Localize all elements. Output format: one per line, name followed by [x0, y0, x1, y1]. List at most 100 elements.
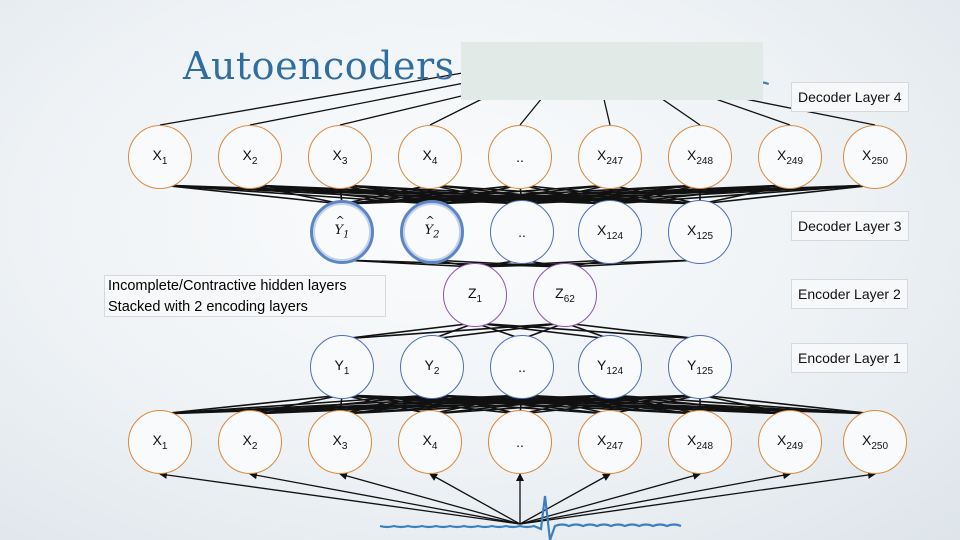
encoder1-node-1: Y1 [310, 335, 374, 399]
label-decoder-layer-3: Decoder Layer 3 [791, 211, 909, 241]
node-subscript: 3 [341, 155, 348, 167]
node-subscript: 2 [433, 365, 440, 377]
decoder3-node-124: X124 [578, 200, 642, 264]
decoder3-node-ellipsis: .. [490, 200, 554, 264]
input-x-node-3: X3 [308, 410, 372, 474]
connection-line [431, 394, 876, 415]
label-decoder-layer-4: Decoder Layer 4 [791, 82, 909, 112]
node-subscript: 1 [343, 229, 350, 241]
node-subscript: 1 [476, 293, 483, 305]
node-subscript: 249 [786, 155, 804, 167]
output-arrow [249, 73, 501, 126]
node-subscript: 247 [606, 440, 624, 452]
node-label: X249 [776, 147, 804, 167]
input-arrow [429, 473, 521, 525]
label-encoder-layer-1: Encoder Layer 1 [791, 343, 908, 373]
input-x-node-4: X4 [398, 410, 462, 474]
node-label: X250 [861, 432, 889, 452]
connection-line [564, 322, 701, 340]
hidden-layers-note: Incomplete/Contractive hidden layers Sta… [104, 275, 386, 317]
node-subscript: 125 [696, 230, 714, 242]
node-subscript: 125 [696, 365, 714, 377]
node-label: Z62 [555, 285, 575, 305]
input-x-node-1: X1 [128, 410, 192, 474]
node-label: X1 [152, 432, 168, 452]
connection-line [699, 394, 876, 415]
node-label: X3 [332, 432, 348, 452]
output-x-node-250: X250 [843, 125, 907, 189]
node-label: .. [518, 359, 526, 375]
node-label: .. [516, 149, 524, 165]
node-subscript: 249 [786, 440, 804, 452]
connection-line [431, 259, 566, 268]
node-subscript: 2 [433, 229, 440, 241]
input-x-node-250: X250 [843, 410, 907, 474]
output-x-node-ellipsis: .. [488, 125, 552, 189]
input-x-node-2: X2 [218, 410, 282, 474]
encoder1-node-124: Y124 [578, 335, 642, 399]
node-label: Y1 [334, 357, 350, 377]
label-encoder-layer-2: Encoder Layer 2 [791, 279, 908, 309]
connection-line [474, 322, 701, 340]
node-label: X124 [596, 222, 624, 242]
node-subscript: 3 [341, 440, 348, 452]
node-label: .. [518, 224, 526, 240]
node-subscript: 4 [431, 155, 438, 167]
node-label: X249 [776, 432, 804, 452]
input-arrow [519, 472, 701, 525]
node-label: X1 [152, 147, 168, 167]
note-line-2: Stacked with 2 encoding layers [108, 299, 308, 315]
input-signal-waveform [379, 495, 682, 540]
node-subscript: 1 [161, 440, 168, 452]
node-label: X248 [686, 432, 714, 452]
node-subscript: 124 [606, 365, 624, 377]
connection-line [159, 184, 343, 205]
node-subscript: 124 [606, 230, 624, 242]
node-label: X247 [596, 432, 624, 452]
node-subscript: 62 [563, 293, 575, 305]
encoder1-node-ellipsis: .. [490, 335, 554, 399]
connection-line [249, 394, 343, 415]
connection-line [521, 394, 876, 415]
yhat-label: ^Y2 [424, 214, 440, 241]
encoder1-node-2: Y2 [400, 335, 464, 399]
connection-line [609, 184, 701, 205]
encoder1-node-125: Y125 [668, 335, 732, 399]
connection-line [341, 322, 476, 340]
node-subscript: 247 [606, 155, 624, 167]
connection-line [564, 259, 701, 268]
node-label: X4 [422, 147, 438, 167]
node-label: X125 [686, 222, 714, 242]
output-x-node-247: X247 [578, 125, 642, 189]
node-label: .. [516, 434, 524, 450]
node-label: X4 [422, 432, 438, 452]
output-x-node-248: X248 [668, 125, 732, 189]
node-subscript: 1 [161, 155, 168, 167]
node-subscript: 248 [696, 440, 714, 452]
input-arrow [249, 471, 521, 525]
connection-line [474, 322, 611, 340]
node-label: X2 [242, 147, 258, 167]
node-label: Z1 [467, 285, 483, 305]
output-signal-panel [461, 42, 763, 100]
input-x-node-249: X249 [758, 410, 822, 474]
connection-line [341, 394, 431, 415]
node-label: X3 [332, 147, 348, 167]
yhat-label: ^Y1 [334, 214, 350, 241]
connection-line [339, 184, 701, 205]
connection-line [519, 184, 701, 205]
node-label: X248 [686, 147, 714, 167]
node-label: Y2 [424, 357, 440, 377]
code-z-node-62: Z62 [533, 263, 597, 327]
output-x-node-1: X1 [128, 125, 192, 189]
connection-line [341, 394, 521, 415]
connection-line [699, 184, 876, 205]
input-arrow [519, 473, 611, 525]
node-subscript: 4 [431, 440, 438, 452]
decoder3-node-2: ^Y2 [400, 200, 464, 264]
node-label: X2 [242, 432, 258, 452]
code-z-node-1: Z1 [443, 263, 507, 327]
node-subscript: 2 [251, 155, 258, 167]
output-arrow [159, 67, 481, 126]
